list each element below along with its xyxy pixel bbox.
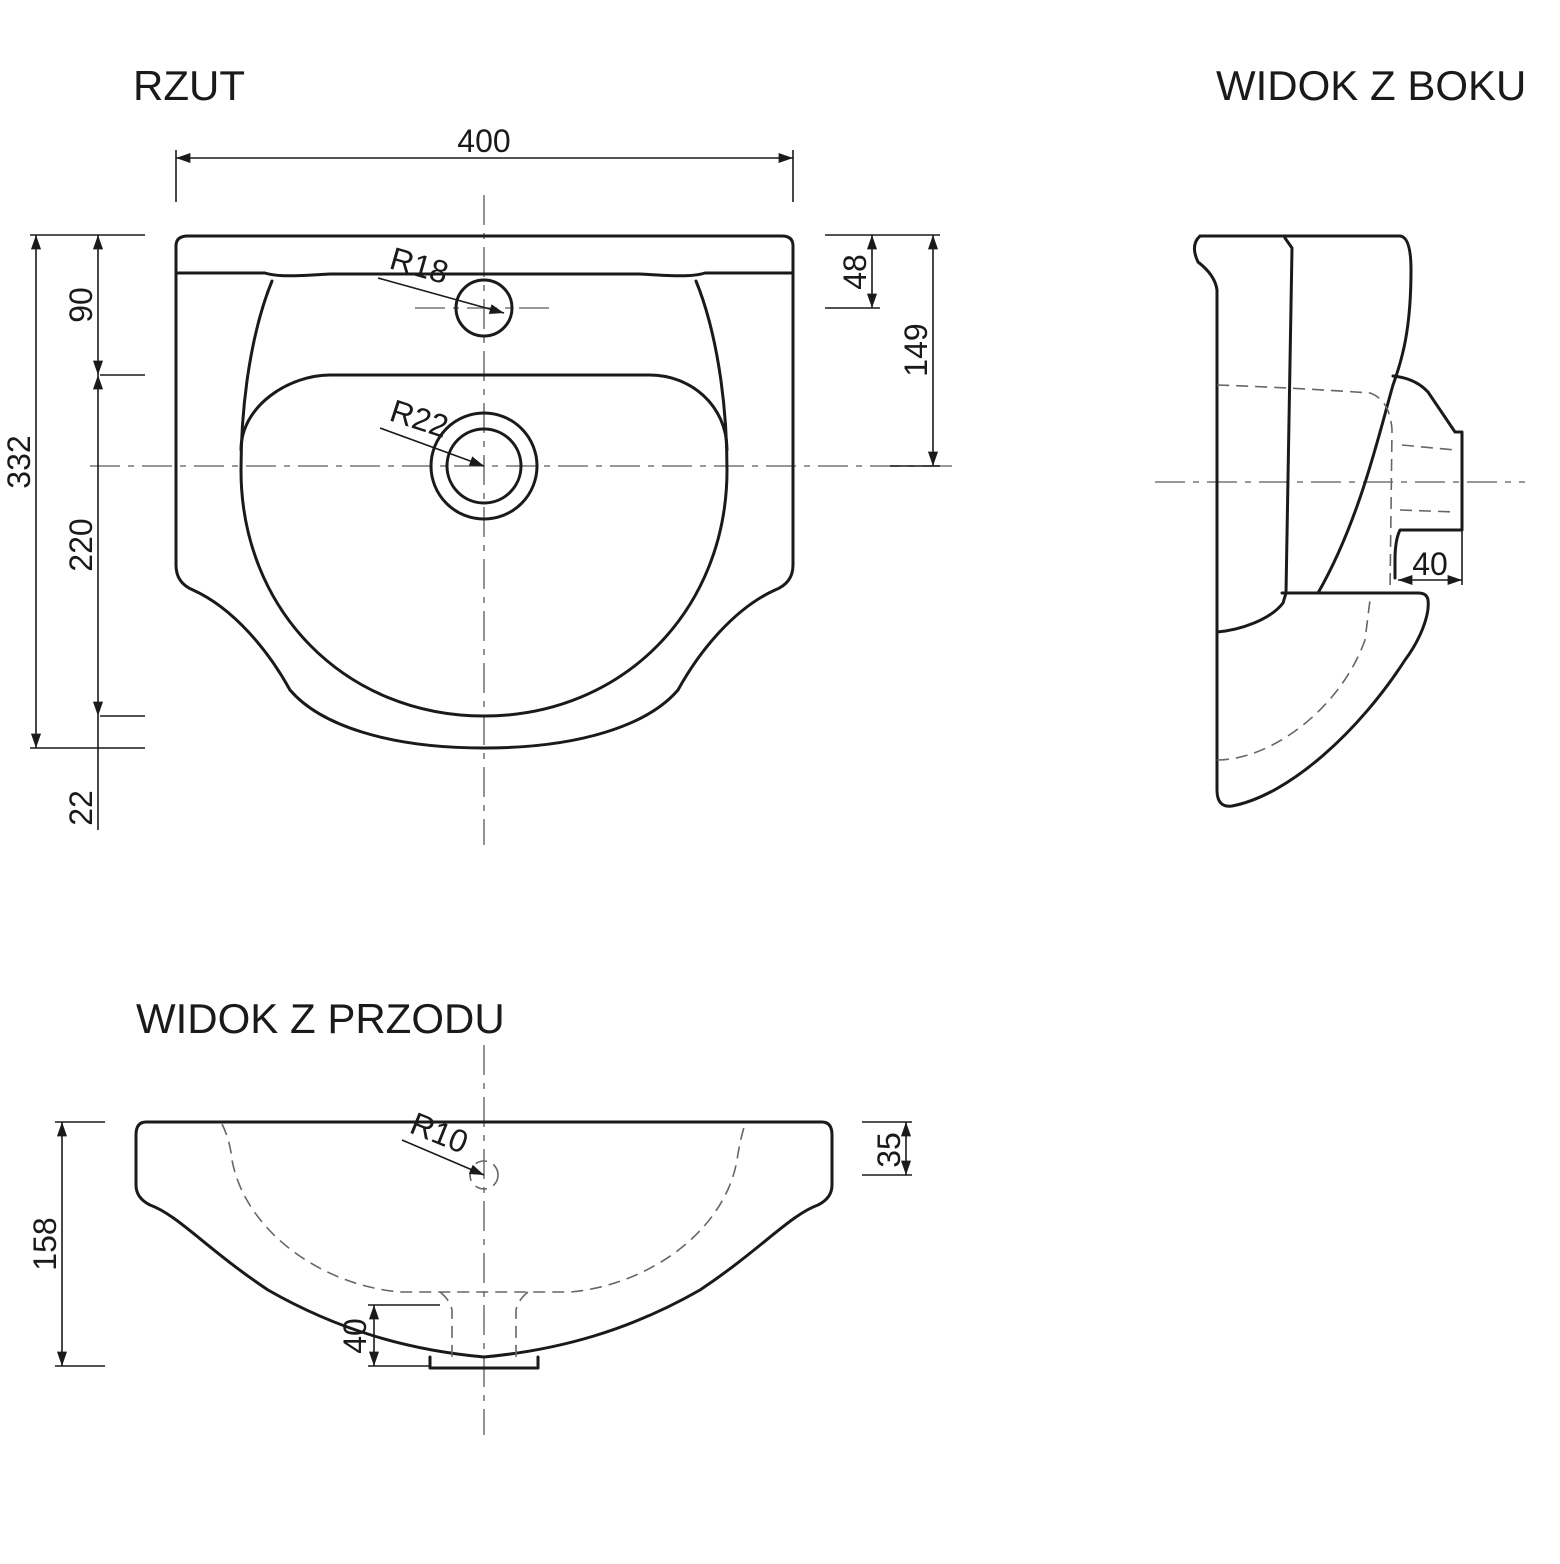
front-outline xyxy=(134,1120,834,1359)
front-view-title: WIDOK Z PRZODU xyxy=(136,995,505,1042)
back-to-tap-label: 90 xyxy=(63,287,99,323)
ledge-label: 48 xyxy=(837,254,873,290)
front-view: R10 35 158 40 xyxy=(27,1045,912,1435)
side-outlet-label: 40 xyxy=(1412,546,1448,582)
front-drain-pipe xyxy=(428,1355,540,1370)
depth-total-label: 332 xyxy=(1,435,37,488)
overflow-radius-label: R10 xyxy=(405,1105,473,1160)
rim-height-label: 35 xyxy=(871,1132,907,1168)
rim-front-label: 22 xyxy=(63,790,99,826)
side-hidden-bottom xyxy=(1216,599,1371,761)
side-hidden-outlet xyxy=(1399,444,1456,513)
plan-view: R18 R22 400 332 90 220 22 48 xyxy=(1,123,960,845)
drain-inner-ring xyxy=(445,427,523,505)
front-hidden-bowl xyxy=(221,1123,746,1293)
back-to-drain-label: 149 xyxy=(898,323,934,376)
drain-radius-label: R22 xyxy=(386,392,453,444)
side-outlet-outline xyxy=(1391,374,1464,580)
width-label: 400 xyxy=(457,123,510,159)
overflow-hole xyxy=(469,1160,499,1190)
front-height-label: 158 xyxy=(27,1217,63,1270)
drain-radius-leader xyxy=(379,427,485,467)
back-ledge-line xyxy=(174,271,795,278)
overflow-radius-leader xyxy=(401,1139,485,1176)
plan-view-title: RZUT xyxy=(133,62,245,109)
front-outlet-label: 40 xyxy=(337,1318,373,1354)
inner-basin-floor xyxy=(239,373,729,452)
drain-outer-ring xyxy=(429,411,539,521)
side-view: 40 xyxy=(1155,234,1525,808)
side-profile-outline xyxy=(1193,234,1430,808)
basin-outline xyxy=(174,234,795,750)
tap-to-front-label: 220 xyxy=(63,518,99,571)
side-view-title: WIDOK Z BOKU xyxy=(1216,62,1526,109)
front-hidden-drain xyxy=(439,1291,529,1358)
tap-radius-leader xyxy=(377,277,505,315)
side-hidden-bowl xyxy=(1216,384,1393,593)
tap-hole xyxy=(454,278,514,338)
